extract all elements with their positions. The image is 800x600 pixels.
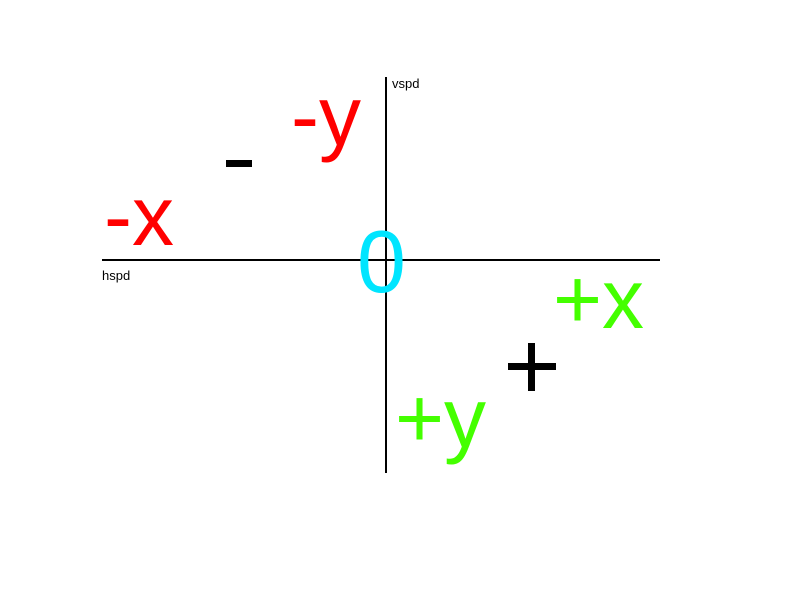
horizontal-axis xyxy=(102,259,660,261)
vertical-axis xyxy=(385,77,387,473)
positive-x-label: +x xyxy=(553,252,645,346)
plus-sign-vertical-bar xyxy=(528,343,535,391)
horizontal-axis-label: hspd xyxy=(102,268,131,283)
origin-label: 0 xyxy=(357,212,406,311)
negative-x-label: -x xyxy=(104,169,174,263)
minus-sign-icon xyxy=(226,160,252,167)
negative-y-label: -y xyxy=(291,69,361,163)
positive-y-label: +y xyxy=(395,371,487,465)
vertical-axis-label: vspd xyxy=(392,76,420,91)
